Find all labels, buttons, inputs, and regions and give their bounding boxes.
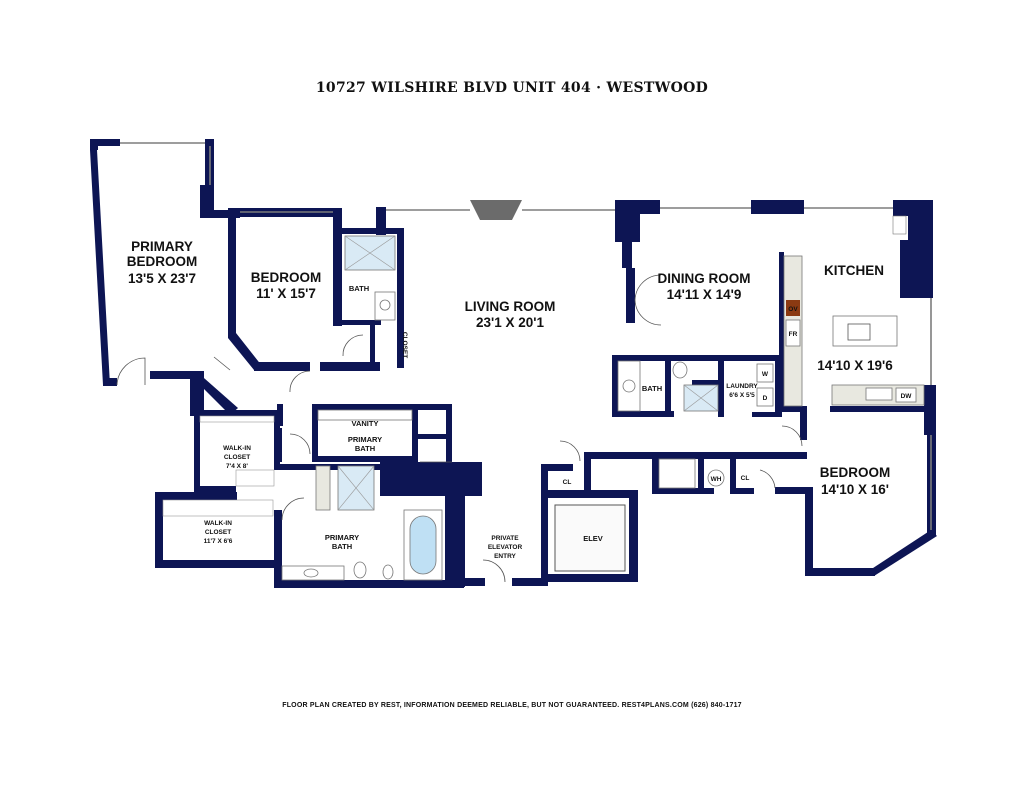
toilet — [353, 561, 367, 579]
room-name-primary-bath-lower-2: BATH — [332, 542, 352, 551]
plan-footer: FLOOR PLAN CREATED BY REST, INFORMATION … — [282, 702, 742, 709]
washer — [756, 363, 774, 383]
room-name-cl-1: CL — [563, 479, 572, 486]
room-name-private-entry: PRIVATE — [491, 535, 519, 542]
windows — [120, 142, 932, 530]
fixtures — [162, 215, 925, 581]
room-name-primary-bath-lower: PRIMARY — [325, 533, 359, 542]
room-name-primary-bedroom-2: BEDROOM — [127, 254, 198, 269]
room-name-bath-2: BATH — [642, 384, 662, 393]
fixture-label-oven: OV — [788, 306, 798, 313]
oven — [786, 300, 800, 316]
room-name-walk-in-closet-1: WALK-IN — [223, 445, 251, 452]
room-name-private-entry-3: ENTRY — [494, 553, 516, 560]
fixture-label-washer: W — [762, 371, 769, 378]
cooktop — [847, 323, 871, 341]
room-dims-walk-in-closet-2: 11'7 X 6'6 — [204, 538, 233, 545]
elevator-car — [554, 504, 626, 572]
room-name-elevator: ELEV — [583, 534, 603, 543]
room-name-private-entry-2: ELEVATOR — [488, 544, 523, 551]
room-name-bedroom-2: BEDROOM — [820, 465, 891, 480]
toilet — [672, 361, 688, 379]
room-dims-bedroom-1: 11' X 15'7 — [256, 286, 316, 301]
room-name-kitchen: KITCHEN — [824, 263, 884, 278]
room-name-primary-bedroom: PRIMARY — [131, 239, 193, 254]
dryer — [756, 387, 774, 407]
fixture-label-dishwasher: DW — [901, 393, 913, 400]
room-dims-laundry: 6'6 X 5'5 — [729, 392, 755, 399]
room-name-walk-in-closet-2-2: CLOSET — [205, 529, 231, 536]
bidet — [382, 564, 394, 580]
room-dims-walk-in-closet-1: 7'4 X 8' — [226, 463, 248, 470]
fridge — [785, 319, 801, 347]
room-name-laundry: LAUNDRY — [726, 383, 758, 390]
doors — [116, 274, 803, 583]
room-labels: PRIMARY BEDROOM 13'5 X 23'7 BEDROOM 11' … — [127, 239, 913, 560]
room-dims-primary-bedroom: 13'5 X 23'7 — [128, 271, 196, 286]
room-name-bedroom-1: BEDROOM — [251, 270, 322, 285]
room-name-living-room: LIVING ROOM — [465, 299, 556, 314]
room-name-walk-in-closet-2: WALK-IN — [204, 520, 232, 527]
room-dims-kitchen: 14'10 X 19'6 — [817, 358, 893, 373]
dishwasher — [895, 387, 917, 403]
kitchen-sink — [865, 387, 893, 401]
fixture-label-fridge: FR — [789, 331, 798, 338]
vanity-counter — [317, 409, 413, 421]
water-heater — [707, 469, 725, 487]
plan-title: 10727 WILSHIRE BLVD UNIT 404 · WESTWOOD — [315, 80, 709, 96]
room-name-vanity: VANITY — [352, 419, 379, 428]
room-name-bath-1: BATH — [349, 284, 369, 293]
room-name-closet: CLOSET — [401, 332, 408, 358]
walls — [90, 139, 937, 588]
room-name-primary-bath-upper-2: BATH — [355, 444, 375, 453]
fixture-label-water-heater: WH — [711, 476, 722, 483]
room-dims-bedroom-2: 14'10 X 16' — [821, 482, 889, 497]
room-dims-dining-room: 14'11 X 14'9 — [667, 287, 742, 302]
room-name-primary-bath-upper: PRIMARY — [348, 435, 382, 444]
room-name-cl-2: CL — [741, 475, 750, 482]
room-name-walk-in-closet-1-2: CLOSET — [224, 454, 250, 461]
room-dims-living-room: 23'1 X 20'1 — [476, 315, 544, 330]
room-name-dining-room: DINING ROOM — [658, 271, 751, 286]
fixture-label-dryer: D — [763, 395, 768, 402]
